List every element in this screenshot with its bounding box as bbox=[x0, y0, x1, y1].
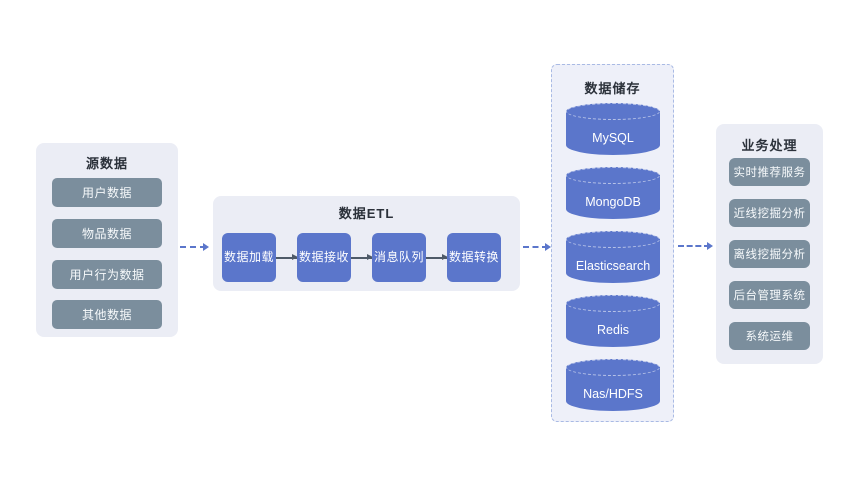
node-other-data: 其他数据 bbox=[52, 300, 162, 329]
business-panel-title: 业务处理 bbox=[741, 138, 798, 153]
source-panel-title: 源数据 bbox=[85, 156, 128, 171]
cylinder-top bbox=[566, 231, 660, 248]
node-offline-mining-analysis: 离线挖掘分析 bbox=[729, 240, 810, 268]
dashed-arrow-storage-to-business bbox=[678, 242, 713, 250]
db-cylinder-elasticsearch: Elasticsearch bbox=[566, 231, 660, 283]
db-label-nas-hdfs: Nas/HDFS bbox=[583, 387, 643, 401]
storage-panel-title: 数据储存 bbox=[584, 81, 641, 96]
cylinder-top bbox=[566, 103, 660, 120]
db-label-elasticsearch: Elasticsearch bbox=[575, 259, 651, 273]
node-user-behavior-data: 用户行为数据 bbox=[52, 260, 162, 289]
db-cylinder-mongodb: MongoDB bbox=[566, 167, 660, 219]
node-message-queue: 消息队列 bbox=[372, 233, 426, 282]
data-storage-panel: 数据储存 MySQL MongoDB Elasticsearch Redis N… bbox=[551, 64, 674, 422]
etl-panel-title: 数据ETL bbox=[338, 206, 395, 221]
node-system-operations: 系统运维 bbox=[729, 322, 810, 350]
db-label-mongodb: MongoDB bbox=[585, 195, 641, 209]
business-processing-panel: 业务处理 实时推荐服务 近线挖掘分析 离线挖掘分析 后台管理系统 系统运维 bbox=[716, 124, 823, 364]
node-realtime-recommend-service: 实时推荐服务 bbox=[729, 158, 810, 186]
node-item-data: 物品数据 bbox=[52, 219, 162, 248]
db-cylinder-mysql: MySQL bbox=[566, 103, 660, 155]
db-label-mysql: MySQL bbox=[592, 131, 634, 145]
cylinder-top bbox=[566, 295, 660, 312]
node-data-receive: 数据接收 bbox=[297, 233, 351, 282]
db-label-redis: Redis bbox=[597, 323, 629, 337]
dashed-arrow-source-to-etl bbox=[180, 243, 209, 251]
source-data-panel: 源数据 用户数据 物品数据 用户行为数据 其他数据 bbox=[36, 143, 178, 337]
node-data-load: 数据加载 bbox=[222, 233, 276, 282]
dashed-arrow-etl-to-storage bbox=[523, 243, 551, 251]
solid-arrow-load-to-receive bbox=[276, 254, 298, 260]
node-backend-management-system: 后台管理系统 bbox=[729, 281, 810, 309]
node-nearline-mining-analysis: 近线挖掘分析 bbox=[729, 199, 810, 227]
cylinder-top bbox=[566, 359, 660, 376]
solid-arrow-receive-to-queue bbox=[351, 254, 373, 260]
db-cylinder-nas-hdfs: Nas/HDFS bbox=[566, 359, 660, 411]
cylinder-top bbox=[566, 167, 660, 184]
solid-arrow-queue-to-transform bbox=[426, 254, 448, 260]
db-cylinder-redis: Redis bbox=[566, 295, 660, 347]
node-data-transform: 数据转换 bbox=[447, 233, 501, 282]
etl-panel: 数据ETL 数据加载 数据接收 消息队列 数据转换 bbox=[213, 196, 520, 291]
node-user-data: 用户数据 bbox=[52, 178, 162, 207]
